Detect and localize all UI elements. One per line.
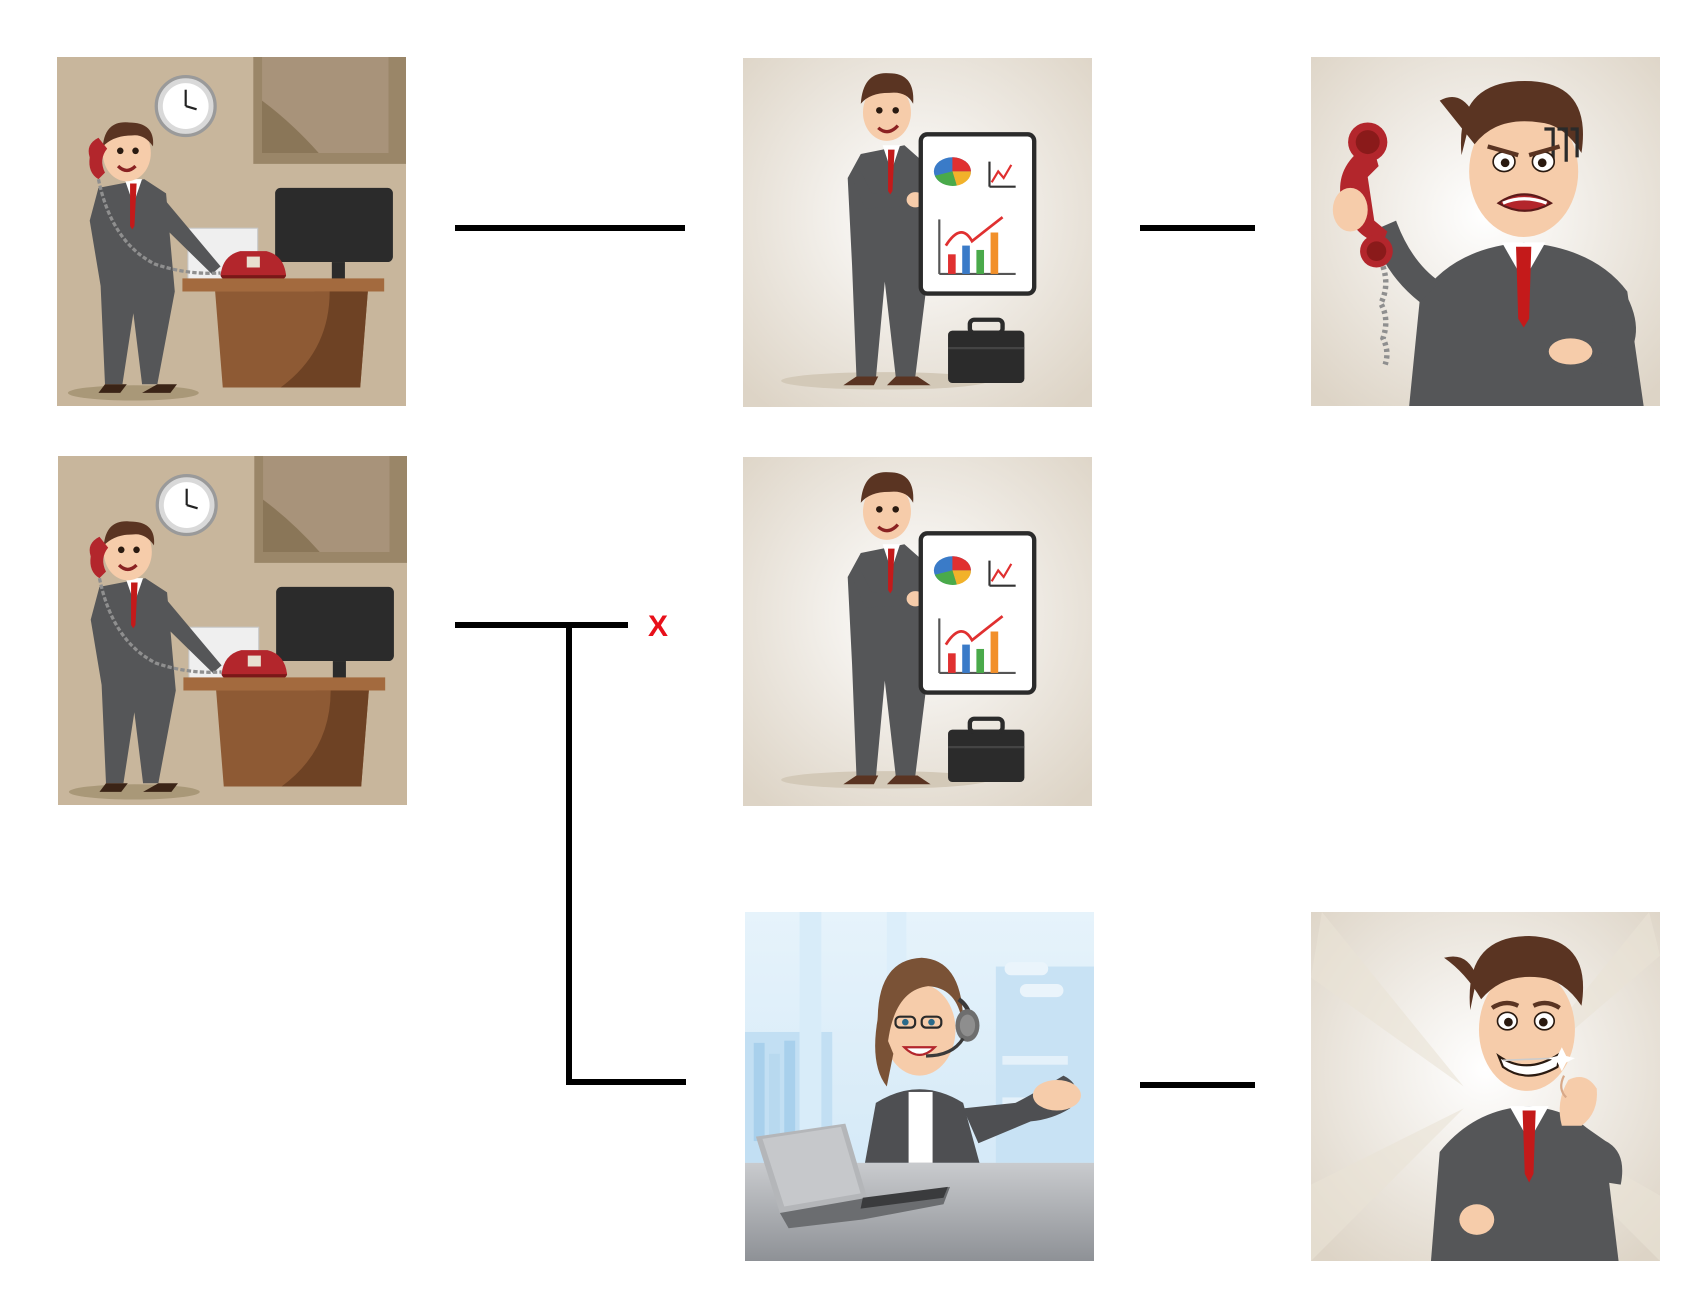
- panel-businessman-phone-desk-1: [57, 57, 406, 406]
- businessman-angry-holding-phone-icon: [1311, 57, 1660, 406]
- panel-businessman-phone-desk-2: [58, 456, 407, 805]
- businessman-on-phone-at-desk-icon: [57, 57, 406, 406]
- businessman-presenting-chart-icon: [743, 457, 1092, 806]
- businessman-nervous-smile-icon: [1311, 912, 1660, 1261]
- panel-businessman-nervous-smile: [1311, 912, 1660, 1261]
- x-mark-failed-path: X: [648, 610, 669, 643]
- panel-businessman-angry-phone: [1311, 57, 1660, 406]
- panel-businessman-presenting-1: [743, 58, 1092, 407]
- businessman-on-phone-at-desk-icon: [58, 456, 407, 805]
- businessman-presenting-chart-icon: [743, 58, 1092, 407]
- panel-call-center-agent: [745, 912, 1094, 1261]
- panel-businessman-presenting-2: [743, 457, 1092, 806]
- call-center-agent-with-headset-icon: [745, 912, 1094, 1261]
